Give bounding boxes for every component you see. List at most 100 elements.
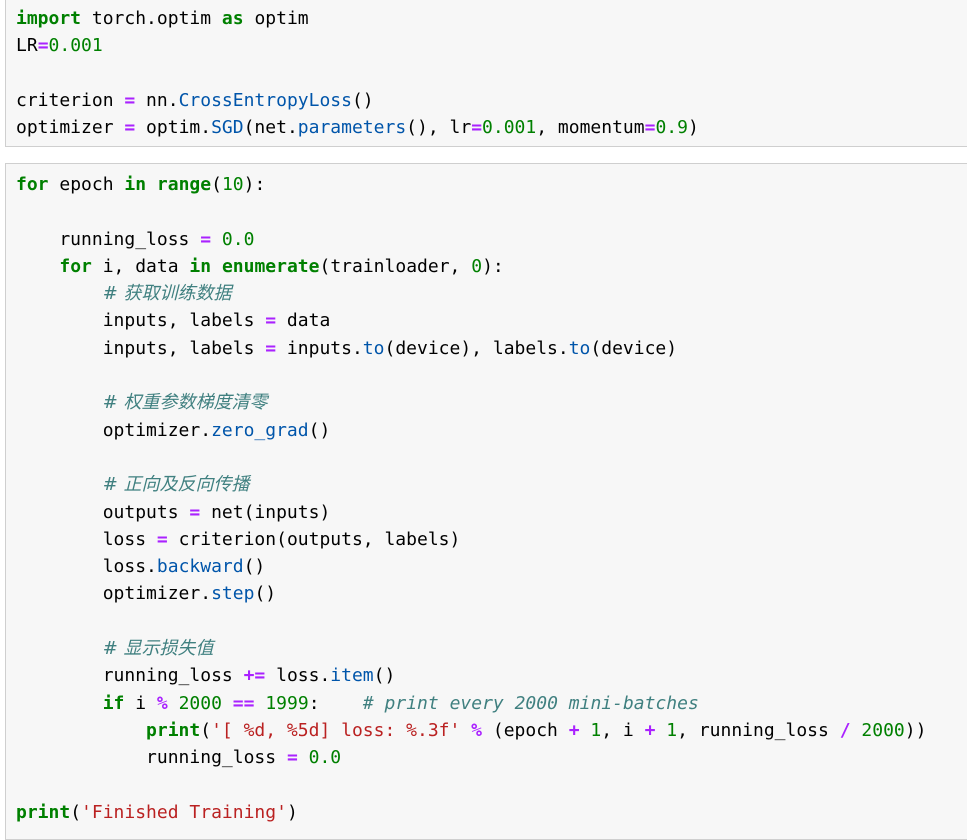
code-line: optimizer.step() <box>16 583 276 604</box>
code-token: i <box>124 692 157 714</box>
code-token: outputs <box>16 501 190 523</box>
code-line: inputs, labels = data <box>16 310 331 332</box>
code-token: LR <box>16 35 38 57</box>
code-token: inputs, labels <box>16 310 266 332</box>
code-line: running_loss = 0.0 <box>16 747 341 768</box>
operator-token: = <box>37 35 49 57</box>
code-token: (device) <box>590 337 678 359</box>
keyword-token: print <box>146 719 201 741</box>
function-token: to <box>568 337 591 359</box>
function-token: CrossEntropyLoss <box>178 89 352 111</box>
code-token: ( <box>211 174 222 195</box>
code-token <box>211 229 222 250</box>
number-token: 0.9 <box>655 117 688 139</box>
code-line: # 权重参数梯度清零 <box>16 392 268 413</box>
operator-token: = <box>189 501 201 523</box>
code-token: () <box>351 89 374 111</box>
code-cell-2[interactable]: for epoch in range(10): running_loss = 0… <box>5 163 967 840</box>
number-token: 0.001 <box>482 117 537 139</box>
number-token: 1 <box>666 719 678 741</box>
code-line: # 获取训练数据 <box>16 283 232 304</box>
code-token: running_loss <box>16 747 287 769</box>
code-token: () <box>373 665 396 687</box>
keyword-token: print <box>16 801 71 823</box>
number-token: 0 <box>471 255 483 277</box>
code-token <box>16 693 103 714</box>
code-token <box>16 720 146 741</box>
code-token: ) <box>286 801 298 823</box>
string-token: 'Finished Training' <box>81 801 287 823</box>
code-token: optimizer. <box>16 419 212 441</box>
code-editor[interactable]: import torch.optim as optim LR=0.001 cri… <box>16 5 699 141</box>
function-token: step <box>211 583 255 605</box>
code-token: inputs, labels <box>16 337 266 359</box>
operator-token: = <box>644 117 656 139</box>
code-token <box>16 392 103 413</box>
number-token: 1 <box>590 719 602 741</box>
code-token: inputs. <box>276 337 363 359</box>
code-token: , running_loss <box>677 719 840 741</box>
code-token: loss. <box>265 665 331 687</box>
code-line: print('Finished Training') <box>16 802 298 823</box>
code-token: (device), labels. <box>384 337 569 359</box>
keyword-token: range <box>156 174 212 195</box>
code-token <box>146 174 157 195</box>
keyword-token: for <box>16 174 49 195</box>
function-token: parameters <box>297 117 407 139</box>
operator-token: = <box>471 117 483 139</box>
code-line: loss = criterion(outputs, labels) <box>16 528 461 550</box>
comment-token: # print every 2000 mini-batches <box>362 692 699 714</box>
code-token: (epoch <box>482 719 569 741</box>
code-token <box>16 474 103 495</box>
function-token: SGD <box>211 117 244 139</box>
operator-token: = <box>286 747 298 769</box>
code-token <box>16 256 59 277</box>
operator-token: = <box>124 117 136 139</box>
code-token: data <box>276 310 331 332</box>
keyword-token: for <box>59 255 92 277</box>
code-token <box>580 720 591 741</box>
number-token: 0.001 <box>48 35 103 57</box>
code-token: , momentum <box>536 117 645 139</box>
code-line: # 正向及反向传播 <box>16 474 250 495</box>
comment-token: # 显示损失值 <box>102 638 214 660</box>
code-line: import torch.optim as optim <box>16 8 309 29</box>
code-editor[interactable]: for epoch in range(10): running_loss = 0… <box>16 171 926 826</box>
code-token <box>211 256 222 277</box>
function-token: zero_grad <box>211 419 309 441</box>
keyword-token: import <box>16 8 82 29</box>
code-line: optimizer = optim.SGD(net.parameters(), … <box>16 117 699 138</box>
string-token: '[ %d, %5d] loss: %.3f' <box>211 719 461 741</box>
operator-token: + <box>644 719 656 741</box>
code-token: criterion(outputs, labels) <box>167 528 461 550</box>
operator-token: = <box>156 528 168 550</box>
code-token: criterion <box>16 89 125 111</box>
code-token: () <box>308 419 331 441</box>
code-token: () <box>243 556 266 578</box>
code-token: i, data <box>91 255 190 277</box>
code-token: nn. <box>135 89 179 111</box>
code-token <box>254 693 265 714</box>
code-cell-1[interactable]: import torch.optim as optim LR=0.001 cri… <box>5 0 967 147</box>
code-token: () <box>254 583 277 605</box>
code-token: (), lr <box>406 117 472 139</box>
code-token: running_loss <box>16 228 201 250</box>
code-line: if i % 2000 == 1999: # print every 2000 … <box>16 693 699 714</box>
number-token: 2000 <box>861 719 905 741</box>
comment-token: # 权重参数梯度清零 <box>102 392 268 414</box>
operator-token: = <box>200 228 212 250</box>
operator-token: + <box>568 719 580 741</box>
function-token: item <box>330 665 374 687</box>
code-line: running_loss += loss.item() <box>16 665 396 687</box>
code-line: for i, data in enumerate(trainloader, 0)… <box>16 255 503 277</box>
code-line: for epoch in range(10): <box>16 174 265 195</box>
code-token <box>655 720 666 741</box>
code-token <box>222 693 233 714</box>
comment-token: # 正向及反向传播 <box>102 474 250 496</box>
keyword-token: if <box>102 692 125 714</box>
number-token: 10 <box>221 174 244 195</box>
number-token: 0.0 <box>221 228 255 250</box>
code-token: optimizer. <box>16 583 212 605</box>
code-line: # 显示损失值 <box>16 638 214 659</box>
code-token: ( <box>70 801 82 823</box>
